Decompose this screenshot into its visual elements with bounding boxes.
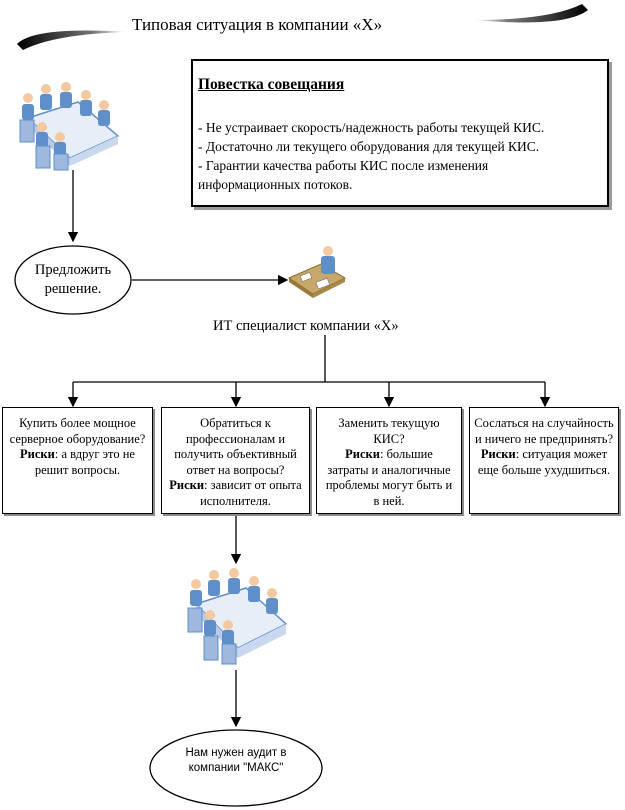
propose-oval: Предложить решение. — [17, 261, 129, 299]
it-specialist-icon — [287, 246, 347, 298]
option-text: Заменить текущую КИС? — [338, 416, 440, 446]
final-oval-line: Нам нужен аудит в — [185, 747, 287, 759]
agenda-list: - Не устраивает скорость/надежность рабо… — [198, 118, 544, 194]
option-box-2: Обратиться к профессионалам и получить о… — [161, 407, 310, 514]
option-text: Сослаться на случайность и ничего не пре… — [474, 416, 614, 446]
option-text: Купить более мощное серверное оборудован… — [9, 416, 146, 446]
page-title: Типовая ситуация в компании «Х» — [132, 15, 383, 34]
agenda-heading: Повестка совещания — [198, 76, 345, 93]
risk-label: Риски — [345, 447, 380, 461]
agenda-line: - Достаточно ли текущего оборудования дл… — [198, 139, 540, 154]
risk-label: Риски — [169, 478, 205, 492]
risk-label: Риски — [20, 447, 55, 461]
agenda-box: Повестка совещания - Не устраивает скоро… — [191, 59, 609, 207]
risk-text: : зависит от опыта исполнителя. — [200, 478, 302, 508]
option-box-3: Заменить текущую КИС? Риски: большие зат… — [316, 407, 462, 514]
left-swoosh-decoration — [17, 30, 127, 50]
risk-text: : ситуация может еще больше ухудшиться. — [477, 447, 611, 477]
meeting-people-icon — [19, 82, 120, 171]
agenda-line: информационных потоков. — [198, 177, 353, 192]
final-oval-line: компании "МАКС" — [188, 762, 284, 774]
risk-text: : а вдруг это не решит вопросы. — [34, 447, 135, 477]
propose-oval-line: решение. — [44, 281, 102, 297]
risk-text: : большие затраты и аналогичные проблемы… — [325, 447, 453, 508]
propose-oval-shape — [14, 245, 132, 315]
it-specialist-label: ИТ специалист компании «Х» — [213, 318, 399, 334]
propose-oval-line: Предложить — [34, 262, 112, 278]
agenda-line: - Не устраивает скорость/надежность рабо… — [198, 120, 545, 135]
final-oval: Нам нужен аудит в компании "МАКС" — [156, 746, 316, 776]
option-box-1: Купить более мощное серверное оборудован… — [2, 407, 153, 514]
option-text: Обратиться к профессионалам и получить о… — [174, 416, 297, 477]
right-swoosh-decoration — [474, 4, 588, 23]
risk-label: Риски — [480, 447, 516, 461]
agenda-line: - Гарантии качества работы КИС после изм… — [198, 158, 489, 173]
option-box-4: Сослаться на случайность и ничего не пре… — [469, 407, 619, 514]
final-oval-shape — [149, 729, 323, 807]
meeting-people-icon-2 — [187, 568, 288, 665]
